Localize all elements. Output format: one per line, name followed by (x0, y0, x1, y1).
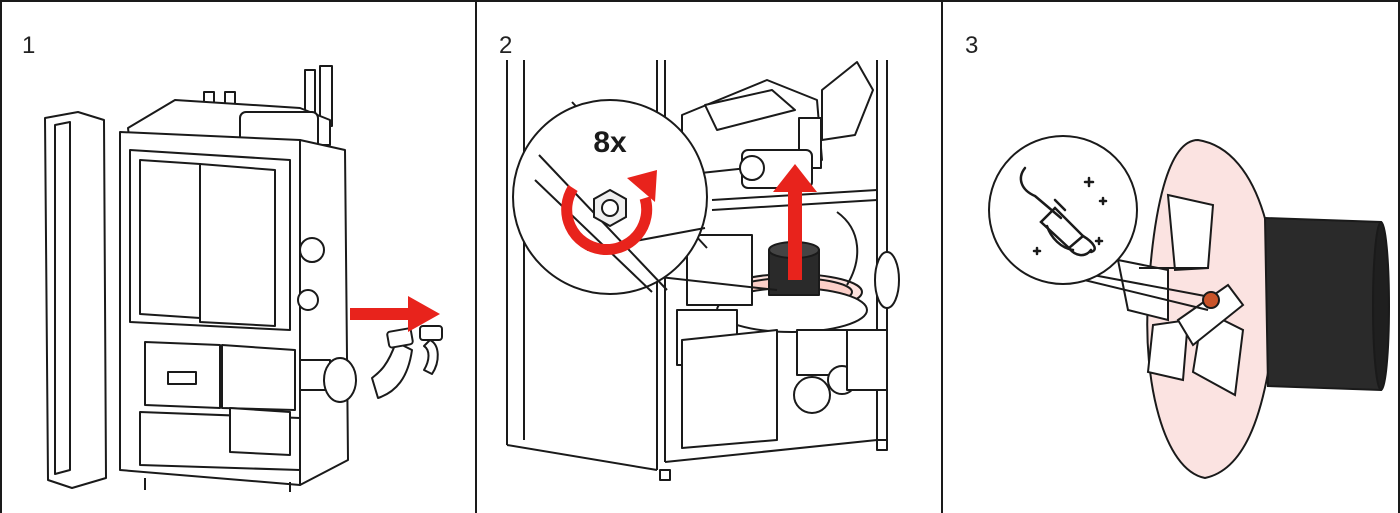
arrow-right-icon (350, 296, 440, 332)
step-number: 1 (22, 32, 36, 59)
step-2-panel: 2 (475, 0, 941, 513)
step-number: 2 (499, 32, 513, 59)
fan-cleaning-illustration (988, 135, 1390, 480)
arrow-up-icon (773, 164, 817, 280)
burner-illustration: 8x (506, 60, 900, 481)
stove-open-illustration (44, 65, 443, 492)
cleaning-brush-icon (1019, 166, 1108, 257)
rotate-arrow-icon (561, 170, 657, 255)
step-number: 3 (965, 32, 979, 59)
step-1-panel: 1 (0, 0, 475, 513)
step-3-panel: 3 (941, 0, 1400, 513)
fan-motor (1263, 216, 1388, 392)
repeat-count-label: 8x (593, 126, 627, 159)
stove-door (44, 111, 107, 489)
nut-callout (512, 99, 778, 295)
cleaning-callout (988, 135, 1209, 311)
